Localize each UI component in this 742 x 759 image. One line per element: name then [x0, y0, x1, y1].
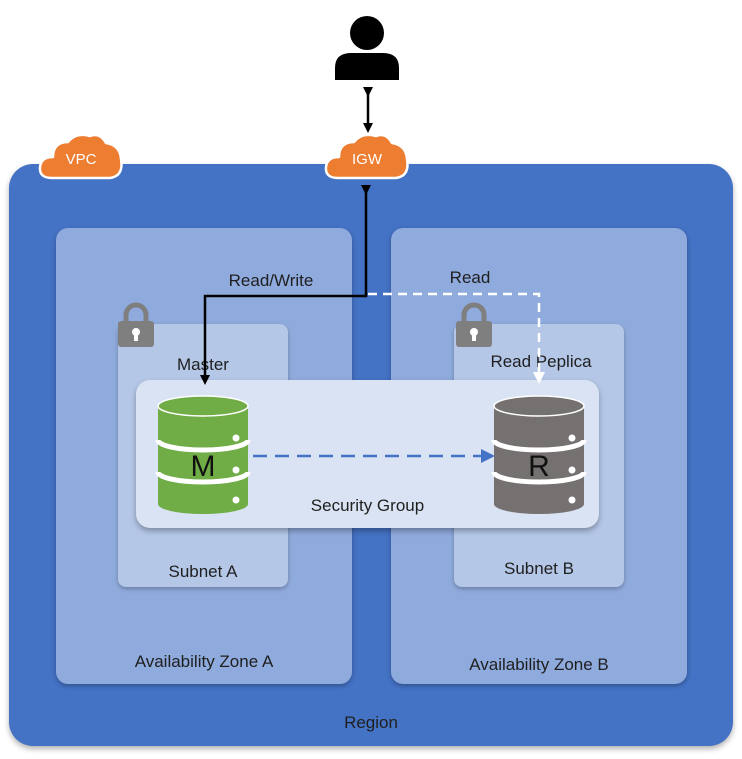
read-arrow [368, 292, 545, 384]
user-icon [335, 16, 399, 80]
subnet-a-label: Subnet A [168, 562, 238, 581]
security-group-label: Security Group [310, 496, 425, 515]
subnet-b-label: Subnet B [504, 559, 574, 578]
igw-label: IGW [352, 151, 382, 168]
region-label: Region [344, 713, 398, 732]
lock-icon [118, 302, 154, 347]
read-replica-label: Read Peplica [490, 352, 592, 371]
cloud-icon [324, 133, 409, 180]
db-master-letter: M [190, 450, 216, 483]
db-replica-letter: R [528, 450, 550, 483]
database-icon [155, 395, 251, 514]
az-a-label: Availability Zone A [134, 652, 274, 671]
az-b-label: Availability Zone B [469, 655, 609, 674]
read-write-arrow [200, 185, 371, 385]
lock-icon [456, 302, 492, 347]
database-icon [491, 395, 587, 514]
cloud-icon [38, 133, 123, 180]
read-label: Read [449, 268, 491, 287]
vpc-label: VPC [65, 151, 97, 168]
